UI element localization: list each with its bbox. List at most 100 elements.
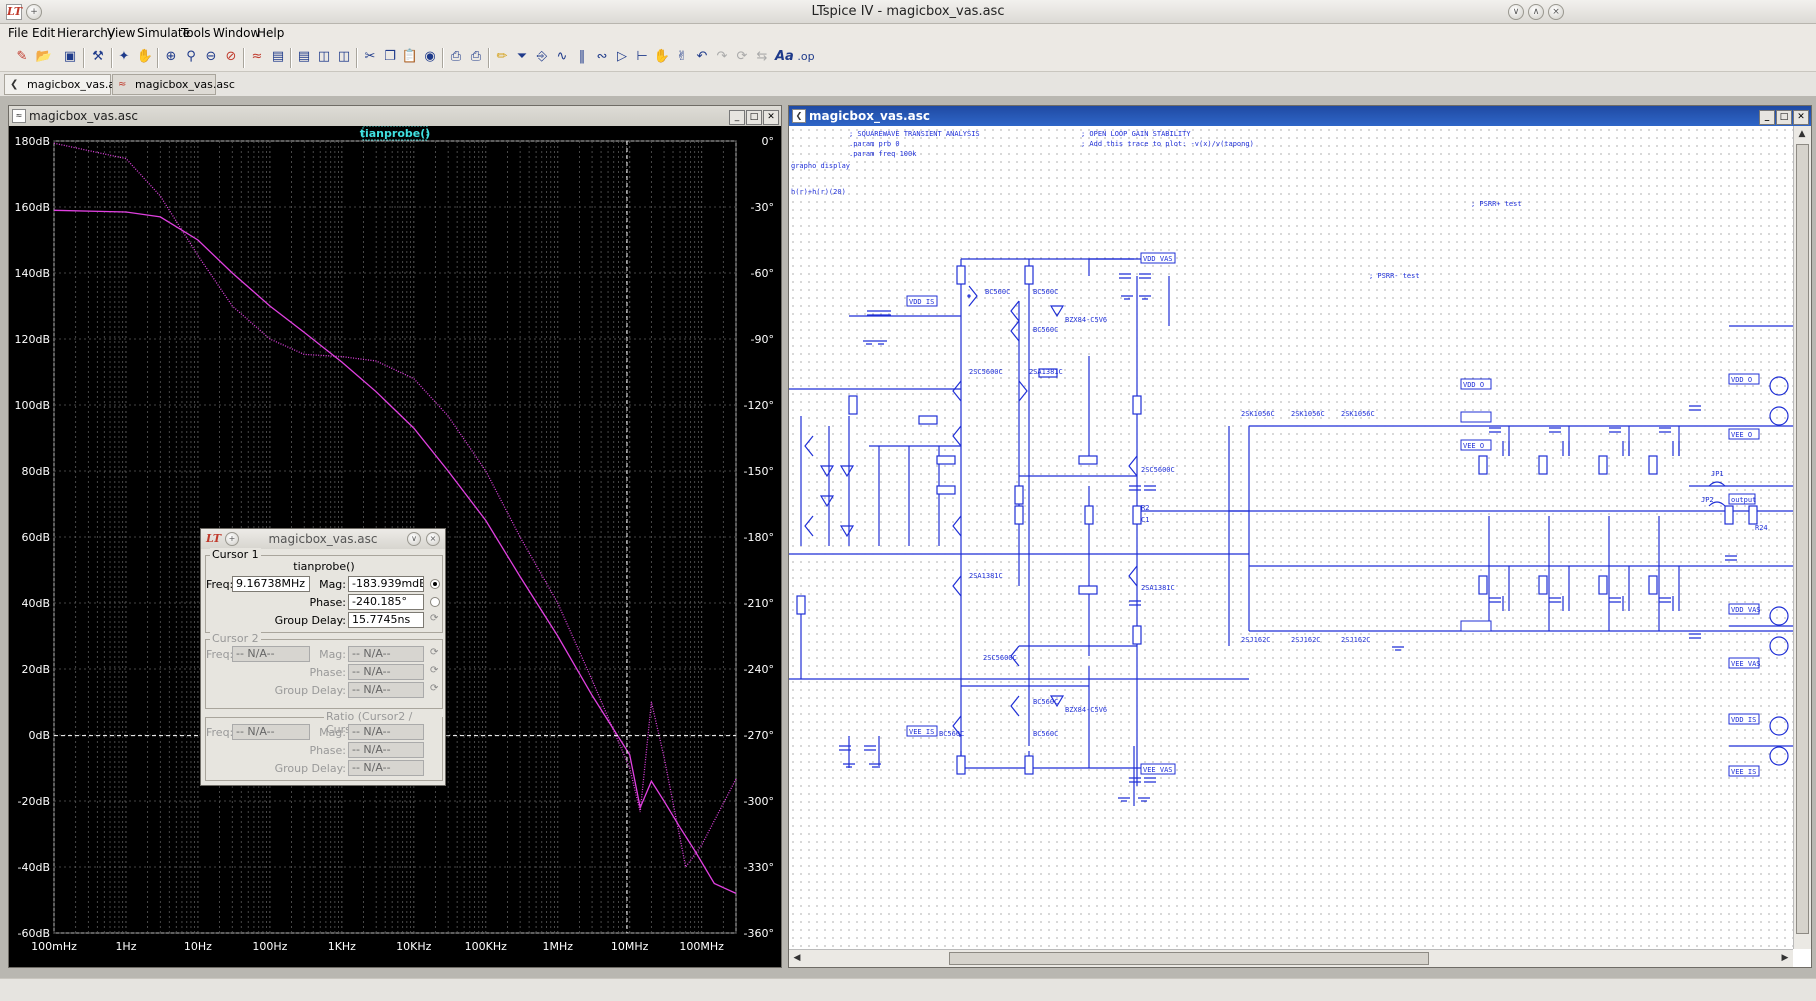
halt-icon[interactable]: ✋ [136, 49, 154, 64]
cursor2-group-delay-field[interactable]: -- N/A-- [348, 682, 424, 698]
capacitor-icon[interactable]: ‖ [578, 49, 586, 64]
label-net-icon[interactable]: ⎆ [536, 49, 548, 64]
zoom-in-icon[interactable]: ⊕ [165, 49, 177, 64]
schematic-horizontal-scrollbar[interactable]: ◀ ▶ [789, 949, 1793, 967]
ratio-phase-field[interactable]: -- N/A-- [348, 742, 424, 758]
find-icon[interactable]: ◉ [424, 49, 436, 64]
undo-icon[interactable]: ↶ [696, 49, 708, 64]
menu-window[interactable]: Window [213, 26, 261, 40]
print-icon[interactable]: ⎙ [470, 49, 482, 64]
tile-vertical-icon[interactable]: ◫ [337, 49, 351, 64]
inductor-icon[interactable]: ∾ [596, 49, 608, 64]
ratio-freq-field[interactable]: -- N/A-- [232, 724, 310, 740]
cascade-icon[interactable]: ◫ [317, 49, 331, 64]
ratio-mag-field[interactable]: -- N/A-- [348, 724, 424, 740]
ratio-group-delay-field[interactable]: -- N/A-- [348, 760, 424, 776]
schematic-window-titlebar[interactable]: ❮ magicbox_vas.asc _□✕ [789, 106, 1811, 126]
cursor1-phase-field[interactable]: -240.185° [348, 594, 424, 610]
refresh-icon[interactable]: ⟳ [430, 665, 439, 676]
schematic-drawing[interactable]: grapho display h(r)+h(r)(20) ; SQUAREWAV… [789, 126, 1793, 949]
menu-hierarchy[interactable]: Hierarchy [57, 26, 116, 40]
tab-schematic[interactable]: ❮ magicbox_vas.asc [4, 74, 127, 95]
jp1-label: JP1 [1711, 470, 1724, 478]
drag-hand-icon[interactable]: ✌ [676, 49, 688, 64]
save-icon[interactable]: ▣ [63, 49, 77, 64]
refresh-icon[interactable]: ⟳ [430, 613, 439, 624]
cursor2-freq-field[interactable]: -- N/A-- [232, 646, 310, 662]
cursor1-freq-field[interactable]: 9.16738MHz [232, 576, 310, 592]
window-menu-icon[interactable]: + [26, 4, 42, 20]
open-icon[interactable]: 📂 [35, 49, 53, 64]
scroll-left-icon[interactable]: ◀ [793, 953, 801, 963]
dialog-shade-icon[interactable]: ∨ [407, 532, 421, 546]
cursor2-phase-field[interactable]: -- N/A-- [348, 664, 424, 680]
control-panel-icon[interactable]: ⚒ [92, 49, 104, 64]
redo-icon[interactable]: ↷ [716, 49, 728, 64]
diode-icon[interactable]: ▷ [617, 49, 627, 64]
menu-file[interactable]: File [8, 26, 29, 40]
paste-icon[interactable]: 📋 [401, 49, 419, 64]
cursor2-mag-field[interactable]: -- N/A-- [348, 646, 424, 662]
waveform-window-titlebar[interactable]: ≈ magicbox_vas.asc _□✕ [9, 106, 781, 126]
cursor1-group-delay-field[interactable]: 15.7745ns [348, 612, 424, 628]
close-icon[interactable]: × [1548, 4, 1564, 20]
cursor1-mag-radio[interactable] [430, 579, 440, 589]
menu-tools[interactable]: Tools [181, 26, 211, 40]
maximize-icon[interactable]: □ [1776, 110, 1792, 125]
schematic-vertical-scrollbar[interactable]: ▲ [1793, 126, 1811, 949]
horizontal-scroll-thumb[interactable] [949, 952, 1429, 965]
cursor1-trace-name: tianprobe() [293, 560, 355, 573]
rotate-icon[interactable]: ⟳ [736, 49, 748, 64]
close-icon[interactable]: ✕ [763, 110, 779, 125]
minimize-icon[interactable]: _ [729, 110, 745, 125]
scroll-right-icon[interactable]: ▶ [1781, 953, 1789, 963]
wire-icon[interactable]: ✏ [496, 49, 508, 64]
spice-directive-icon[interactable]: .op [797, 50, 815, 63]
trace-label-box [362, 125, 428, 141]
menu-help[interactable]: Help [257, 26, 285, 40]
copy-icon[interactable]: ❐ [384, 49, 396, 64]
tab-waveform[interactable]: ≈ magicbox_vas.asc [112, 74, 235, 95]
menu-view[interactable]: View [107, 26, 136, 40]
new-schematic-icon[interactable]: ✎ [16, 49, 28, 64]
shade-icon[interactable]: ∨ [1508, 4, 1524, 20]
resistor-icon[interactable]: ∿ [556, 49, 568, 64]
ground-icon[interactable]: ⏷ [516, 49, 528, 64]
zoom-fit-icon[interactable]: ⊘ [225, 49, 237, 64]
move-hand-icon[interactable]: ✋ [653, 49, 671, 64]
q10-label: 2SC5600C [983, 654, 1017, 662]
maximize-icon[interactable]: ∧ [1528, 4, 1544, 20]
run-icon[interactable]: ✦ [118, 49, 130, 64]
mirror-icon[interactable]: ⇆ [756, 49, 768, 64]
tile-horizontal-icon[interactable]: ▤ [297, 49, 311, 64]
maximize-icon[interactable]: □ [746, 110, 762, 125]
autorange-icon[interactable]: ≈ [251, 49, 263, 64]
print-preview-icon[interactable]: ⎙ [450, 49, 462, 64]
scroll-up-icon[interactable]: ▲ [1798, 129, 1806, 139]
refresh-icon[interactable]: ⟳ [430, 683, 439, 694]
net-vdd-is: VDD_IS [909, 298, 934, 306]
cut-icon[interactable]: ✂ [364, 49, 376, 64]
component-icon[interactable]: ⊢ [636, 49, 648, 64]
cursor1-mag-field[interactable]: -183.939mdB [348, 576, 424, 592]
cursor1-phase-radio[interactable] [430, 597, 440, 607]
x-tick-label: 10MHz [611, 940, 649, 953]
zoom-out-icon[interactable]: ⊖ [205, 49, 217, 64]
cursor-dialog-titlebar[interactable]: LT + magicbox_vas.asc ∨ × [201, 529, 445, 549]
refresh-icon[interactable]: ⟳ [430, 647, 439, 658]
pan-icon[interactable]: ⚲ [186, 49, 196, 64]
schematic-canvas[interactable]: grapho display h(r)+h(r)(20) ; SQUAREWAV… [789, 126, 1793, 949]
y-tick-label: 160dB [14, 201, 50, 214]
dialog-close-icon[interactable]: × [426, 532, 440, 546]
text-icon[interactable]: Aa [775, 49, 794, 64]
plot-settings-icon[interactable]: ▤ [271, 49, 285, 64]
vertical-scroll-thumb[interactable] [1796, 144, 1809, 934]
x-tick-label: 10KHz [396, 940, 431, 953]
menu-edit[interactable]: Edit [32, 26, 56, 40]
waveform-window-title: magicbox_vas.asc [29, 109, 139, 123]
dialog-menu-icon[interactable]: + [225, 532, 239, 546]
y-tick-label: 40dB [21, 597, 50, 610]
close-icon[interactable]: ✕ [1793, 110, 1809, 125]
menu-simulate[interactable]: Simulate [137, 26, 191, 40]
minimize-icon[interactable]: _ [1759, 110, 1775, 125]
